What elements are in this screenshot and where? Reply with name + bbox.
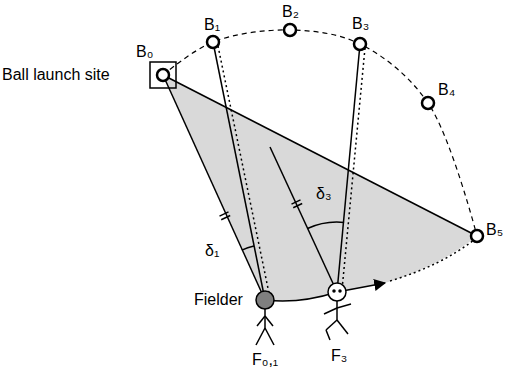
angle-label: δ₁: [205, 243, 219, 259]
angle-arc: [242, 246, 254, 250]
angle-arc: [308, 222, 345, 228]
launch-box: [150, 62, 176, 88]
tick-marks: [220, 200, 303, 220]
trajectory: [163, 30, 477, 236]
ball-label: B₃: [352, 16, 369, 32]
fielder-label: F₀,₁: [252, 352, 278, 368]
sight-line: [337, 44, 360, 292]
gaze-line: [163, 75, 265, 300]
fielder-label: Fielder: [194, 292, 243, 308]
fielder-path-dotted: [390, 240, 474, 281]
ball-label: B₁: [204, 17, 220, 33]
sight-line: [213, 42, 265, 300]
fielder-path: [265, 283, 385, 301]
shaded-region: [163, 75, 477, 301]
fielder-label: F₃: [331, 348, 347, 364]
angle-label: δ₃: [316, 186, 331, 202]
ball-label: B₅: [486, 222, 503, 238]
site-label: Ball launch site: [2, 67, 110, 83]
sight-line-dotted: [342, 48, 365, 290]
gaze-line: [270, 147, 337, 292]
sight-line-dotted: [218, 46, 270, 298]
ball-label: B₀: [136, 44, 153, 60]
ball-label: B₂: [282, 4, 299, 20]
running-fielder-figure: [324, 283, 351, 340]
chord-line: [163, 75, 477, 236]
ball-markers: [157, 24, 483, 242]
fielder-figure: [256, 291, 274, 345]
ball-label: B₄: [438, 82, 455, 98]
